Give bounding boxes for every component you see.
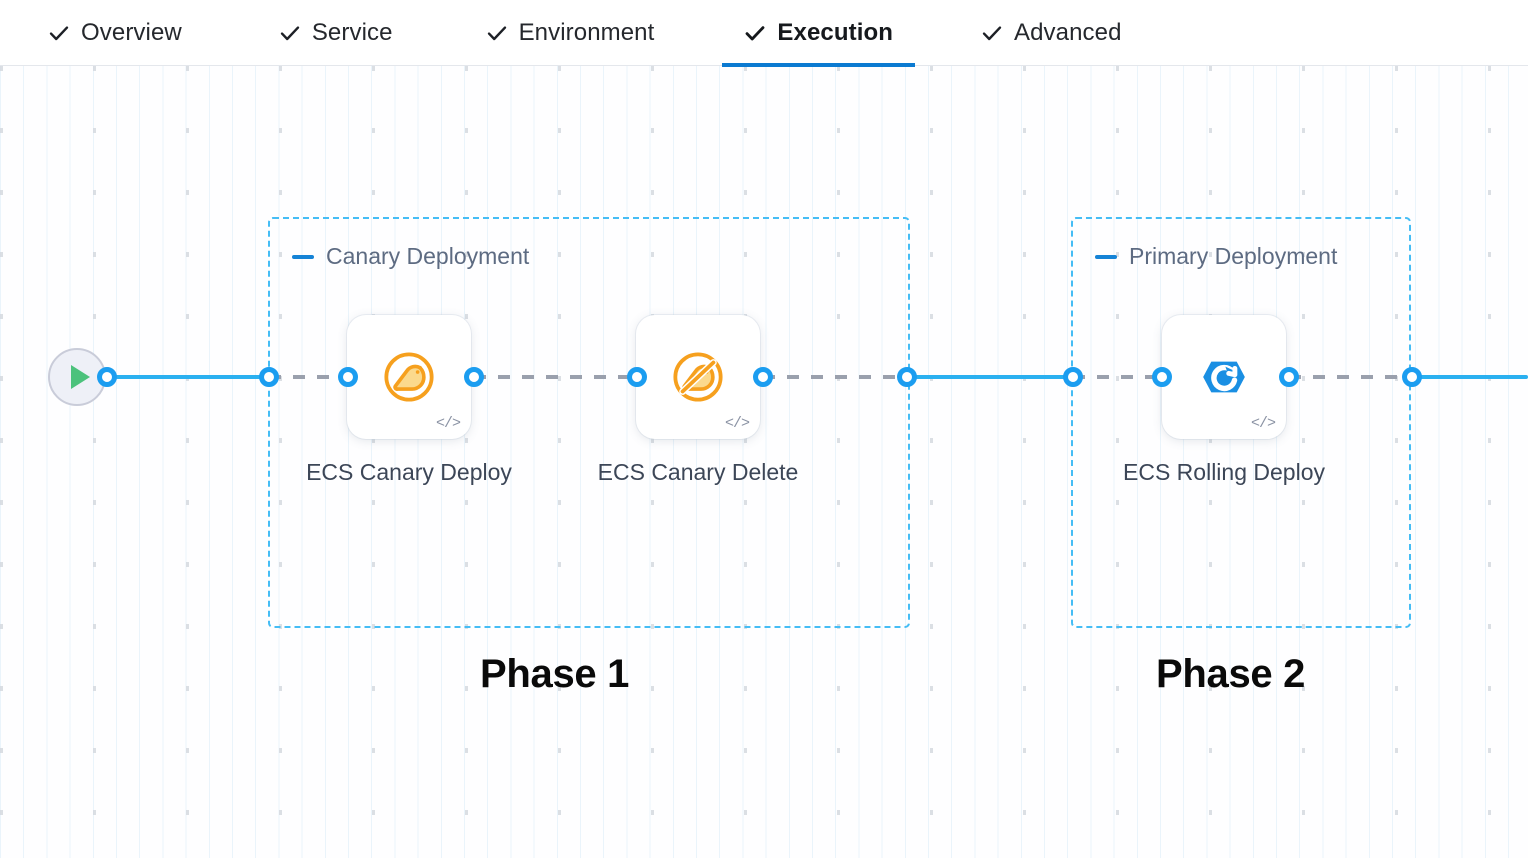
edge-phase1-entry-to-canary-deploy: [269, 375, 348, 379]
port-canary-delete-output[interactable]: [753, 367, 773, 387]
step-ecs-canary-delete[interactable]: </>: [636, 315, 760, 439]
pipeline-canvas[interactable]: Canary Deployment Primary Deployment: [0, 66, 1528, 858]
canary-bird-delete-icon: [673, 352, 723, 402]
phase-1-label: Phase 1: [480, 652, 630, 696]
edge-canary-delete-to-phase1-exit: [763, 375, 907, 379]
tab-execution[interactable]: Execution: [722, 0, 915, 67]
port-canary-deploy-input[interactable]: [338, 367, 358, 387]
edge-canary-deploy-to-canary-delete: [474, 375, 637, 379]
tab-overview[interactable]: Overview: [26, 0, 204, 66]
port-phase1-input[interactable]: [259, 367, 279, 387]
check-icon: [279, 22, 301, 44]
tab-environment-label: Environment: [518, 18, 655, 46]
edge-start-to-phase1: [106, 375, 269, 379]
tab-advanced[interactable]: Advanced: [959, 0, 1144, 66]
port-phase2-output[interactable]: [1402, 367, 1422, 387]
group-canary-deployment-title: Canary Deployment: [326, 243, 530, 269]
edge-phase1-to-phase2: [907, 375, 1073, 379]
rolling-deploy-icon: [1203, 361, 1245, 393]
port-canary-deploy-output[interactable]: [464, 367, 484, 387]
group-primary-deployment[interactable]: Primary Deployment: [1071, 217, 1411, 628]
edge-layer: [0, 375, 1528, 379]
check-icon: [744, 22, 766, 44]
tab-execution-label: Execution: [777, 18, 893, 46]
group-primary-deployment-header[interactable]: Primary Deployment: [1095, 243, 1337, 270]
edge-phase2-to-next: [1412, 375, 1528, 379]
pipeline-start-node[interactable]: [48, 348, 106, 406]
check-icon: [981, 22, 1003, 44]
tab-service-label: Service: [311, 18, 393, 46]
minus-icon[interactable]: [292, 254, 314, 259]
edge-phase2-entry-to-rolling-deploy: [1073, 375, 1161, 379]
step-ecs-rolling-deploy[interactable]: </>: [1162, 315, 1286, 439]
port-start-output[interactable]: [97, 367, 117, 387]
check-icon: [48, 22, 70, 44]
step-ecs-canary-deploy[interactable]: </>: [347, 315, 471, 439]
phase-2-label: Phase 2: [1156, 652, 1306, 696]
edge-rolling-deploy-to-phase2-exit: [1289, 375, 1412, 379]
tab-overview-label: Overview: [81, 18, 182, 46]
canary-bird-icon: [384, 352, 434, 402]
step-code-badge[interactable]: </>: [1250, 415, 1276, 432]
group-canary-deployment-header[interactable]: Canary Deployment: [292, 243, 529, 270]
minus-icon[interactable]: [1095, 254, 1117, 259]
group-canary-deployment[interactable]: Canary Deployment: [268, 217, 910, 628]
play-icon: [70, 365, 90, 389]
group-primary-deployment-title: Primary Deployment: [1129, 243, 1338, 269]
port-canary-delete-input[interactable]: [627, 367, 647, 387]
tab-environment[interactable]: Environment: [464, 0, 677, 66]
tab-service[interactable]: Service: [257, 0, 415, 66]
port-phase1-output[interactable]: [897, 367, 917, 387]
tab-advanced-label: Advanced: [1014, 18, 1122, 46]
step-code-badge[interactable]: </>: [724, 415, 750, 432]
port-phase2-input[interactable]: [1063, 367, 1083, 387]
check-icon: [486, 22, 508, 44]
step-code-badge[interactable]: </>: [435, 415, 461, 432]
port-rolling-deploy-output[interactable]: [1279, 367, 1299, 387]
wizard-tab-bar: Overview Service Environment Execution A…: [0, 0, 1528, 67]
port-rolling-deploy-input[interactable]: [1152, 367, 1172, 387]
